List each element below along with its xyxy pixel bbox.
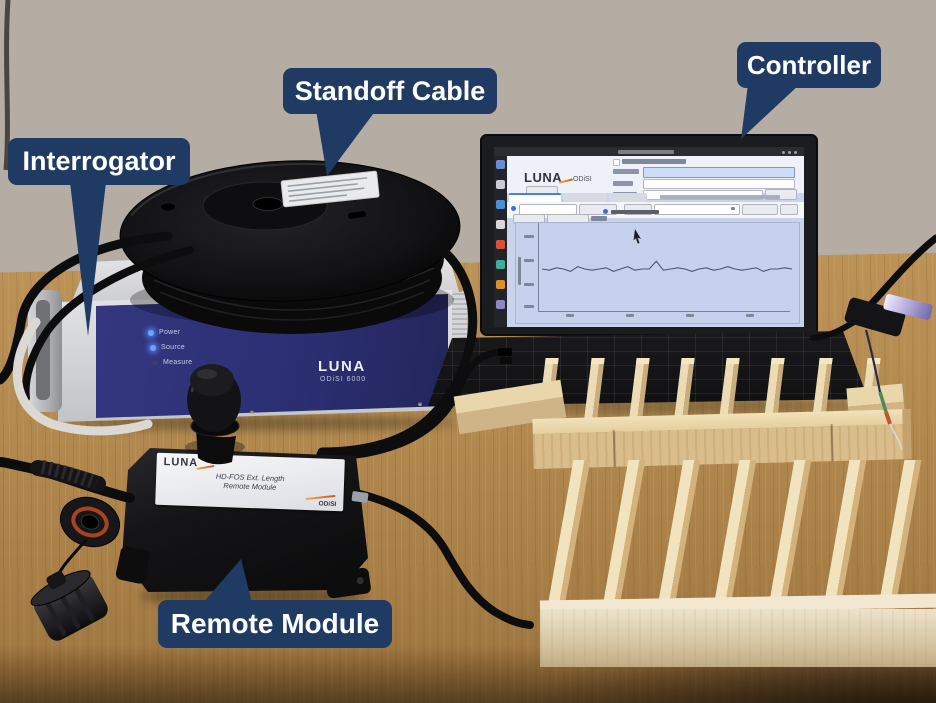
dock-icon-2[interactable] [496, 200, 505, 209]
dock-icon-1[interactable] [496, 180, 505, 189]
config-path-text [660, 195, 780, 199]
header-checkbox[interactable] [613, 159, 620, 166]
app-name-text: ODiSI [573, 176, 592, 183]
power-led: Power [148, 329, 180, 336]
browse-button[interactable] [765, 189, 797, 200]
os-dock[interactable] [494, 156, 507, 327]
dock-icon-5[interactable] [496, 260, 505, 269]
legend-text [611, 210, 659, 214]
power-led-icon [148, 329, 154, 336]
measure-led-icon [152, 359, 158, 366]
dock-icon-3[interactable] [496, 220, 505, 229]
controller-callout-tail [741, 84, 800, 139]
wall-cable [3, 0, 11, 171]
interrogator-model-text: ODiSI 6000 [320, 376, 367, 383]
close-icon[interactable] [794, 150, 797, 154]
toolbar-button[interactable] [624, 204, 652, 215]
module-right-cable [356, 490, 534, 629]
maximize-icon[interactable] [788, 150, 791, 154]
app-luna-logo: LUNA [524, 170, 563, 185]
white-cable [12, 317, 153, 436]
fiber-green-segment [878, 391, 888, 413]
chevron-down-icon [731, 207, 735, 210]
spool-sticker [280, 170, 380, 208]
measure-led: Measure [152, 359, 192, 366]
mouse-cursor-icon [633, 229, 641, 244]
value-text [591, 216, 607, 221]
field-label [613, 181, 633, 186]
toolbar-button[interactable] [579, 204, 617, 215]
y-axis-label [518, 257, 521, 285]
interrogator-brand-logo: LUNA [318, 358, 366, 375]
dock-icon-4[interactable] [496, 240, 505, 249]
standoff-cable-callout: Standoff Cable [283, 68, 497, 114]
strain-chart [515, 222, 800, 324]
controller-callout: Controller [737, 42, 881, 88]
laptop-cable [316, 348, 509, 460]
base-board-front [540, 609, 936, 667]
left-cable-2 [21, 246, 194, 402]
window-title-text [618, 150, 674, 154]
remote-module-device: LUNA HD-FOS Ext. Length Remote Module OD… [114, 440, 378, 605]
toolbar-button[interactable] [780, 204, 798, 215]
info-icon [511, 206, 516, 211]
field-label [613, 169, 639, 174]
screw-icon [418, 402, 422, 406]
usb-plug-2 [500, 357, 512, 364]
power-led-label: Power [159, 329, 181, 336]
left-cable [0, 231, 173, 385]
name-input[interactable] [643, 167, 795, 178]
remote-module-callout: Remote Module [158, 600, 392, 648]
checkbox-label [622, 159, 686, 164]
dock-icon-7[interactable] [496, 300, 505, 309]
x-axis [538, 311, 790, 312]
screw-icon [250, 410, 254, 414]
ribbed-sleeve [40, 460, 99, 490]
source-led: Source [150, 344, 185, 351]
measure-led-label: Measure [163, 359, 193, 366]
usb-plug [498, 348, 512, 356]
fiber-red-segment [884, 411, 892, 425]
legend-dot-icon [603, 209, 608, 214]
standoff-callout-tail [316, 110, 376, 176]
connector-neck [196, 430, 236, 465]
source-led-icon [150, 344, 156, 351]
tab-3[interactable] [609, 193, 647, 202]
window-titlebar [494, 147, 804, 156]
tab-2[interactable] [563, 193, 607, 202]
dock-icon-0[interactable] [496, 160, 505, 169]
source-led-label: Source [161, 344, 185, 351]
toolbar-select[interactable] [654, 204, 740, 215]
minimize-icon[interactable] [782, 150, 785, 154]
interrogator-shadow [66, 416, 458, 430]
interrogator-handle-slot [36, 300, 50, 400]
sensing-fiber [864, 329, 882, 393]
toolbar-button[interactable] [742, 204, 778, 215]
y-axis [538, 223, 539, 311]
dock-icon-6[interactable] [496, 280, 505, 289]
remote-module-callout-tail [203, 559, 252, 603]
dust-cap [30, 570, 108, 641]
interrogator-callout: Interrogator [8, 138, 190, 185]
standoff-cable-run [317, 243, 478, 457]
chart-trace [541, 229, 793, 273]
laptop-screen: LUNA ODiSI [494, 147, 804, 327]
notes-input[interactable] [643, 179, 795, 189]
interrogator-callout-tail [70, 182, 106, 336]
tab-active[interactable] [509, 193, 561, 204]
